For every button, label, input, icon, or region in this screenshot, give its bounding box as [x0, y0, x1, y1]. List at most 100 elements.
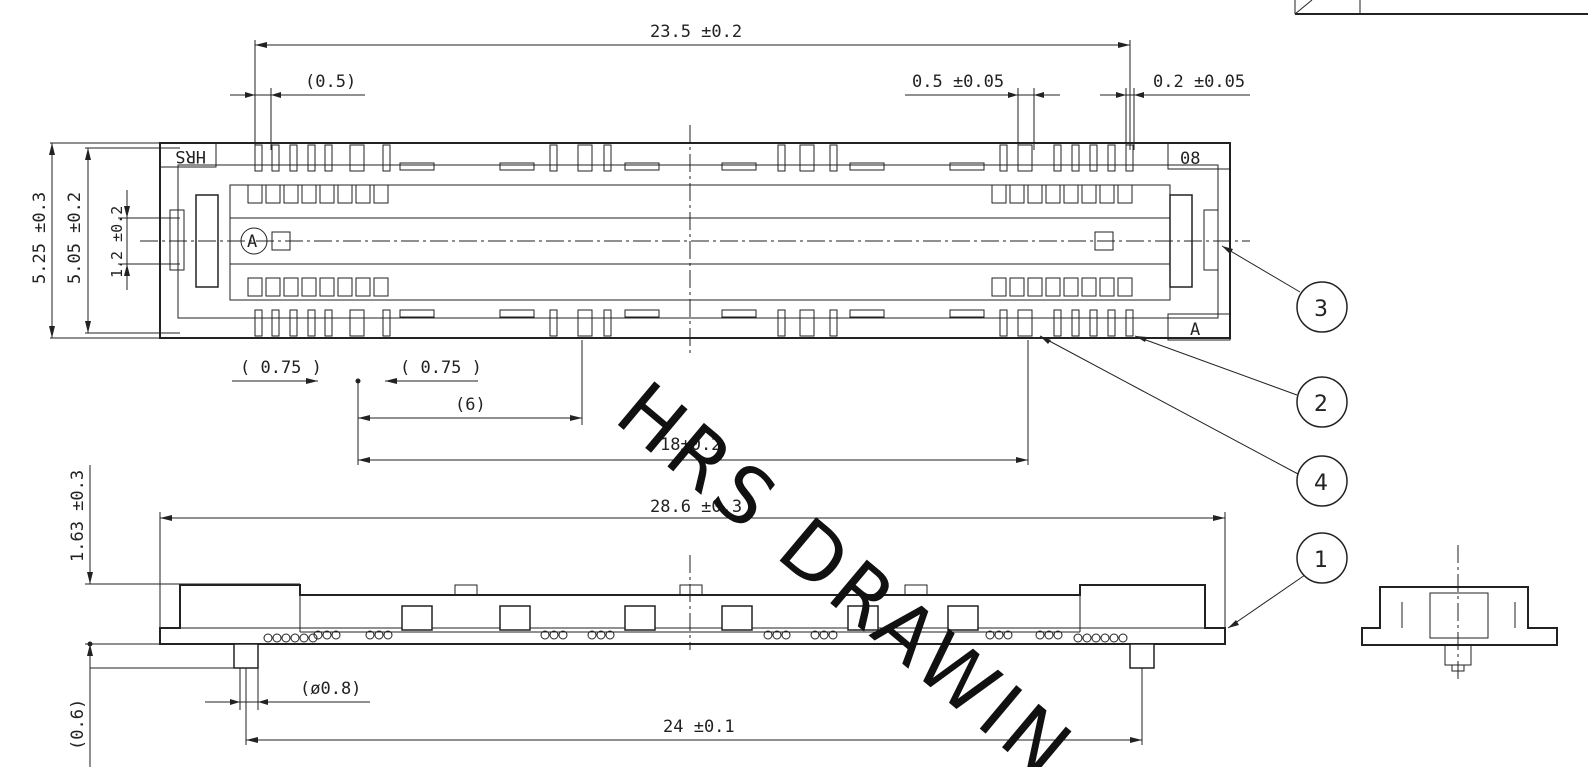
pin-lead — [1089, 144, 1098, 172]
pin-lead — [1017, 144, 1033, 172]
pad — [624, 162, 660, 171]
contact-cell — [265, 277, 281, 297]
pin-lead — [577, 144, 593, 172]
side-block — [401, 605, 433, 631]
brand-logo: HRS — [175, 146, 206, 166]
side-block — [847, 605, 879, 631]
contact-tail — [828, 630, 838, 640]
pin-lead — [307, 309, 316, 337]
contact-tail — [308, 633, 318, 643]
pin-lead — [324, 144, 333, 172]
side-block — [499, 605, 531, 631]
contact-tail — [1003, 630, 1013, 640]
contact-cell — [247, 184, 263, 204]
contact-cell — [1117, 277, 1133, 297]
pad — [949, 309, 985, 318]
pin-lead — [777, 309, 786, 337]
pin-lead — [289, 144, 298, 172]
dim-height-outer: 5.25 ±0.3 — [30, 192, 50, 284]
side-notch — [454, 584, 478, 596]
contact-cell — [337, 277, 353, 297]
pin-lead — [1053, 309, 1062, 337]
pin-lead — [603, 309, 612, 337]
contact-tail — [322, 630, 332, 640]
pad — [399, 309, 435, 318]
balloon-label-1: 1 — [1314, 548, 1328, 573]
contact-tail — [587, 630, 597, 640]
dim-height-inner: 5.05 ±0.2 — [65, 192, 85, 284]
pin-lead — [999, 144, 1008, 172]
contact-cell — [337, 184, 353, 204]
pin-lead — [349, 144, 365, 172]
contact-cell — [247, 277, 263, 297]
contact-cell — [355, 184, 371, 204]
contact-cell — [1045, 184, 1061, 204]
balloon-label-4: 4 — [1314, 471, 1328, 496]
pin-lead — [271, 144, 280, 172]
contact-tail — [272, 633, 282, 643]
pad — [849, 162, 885, 171]
contact-tail — [549, 630, 559, 640]
contact-cell — [373, 277, 389, 297]
pin-lead — [1017, 309, 1033, 337]
pad — [849, 309, 885, 318]
dim-offset-left: ( 0.75 ) — [240, 358, 322, 378]
pin-count-mark: 08 — [1180, 149, 1200, 169]
contact-cell — [1063, 184, 1079, 204]
pin-lead — [549, 309, 558, 337]
side-view: 28.6 ±0.3 1.63 ±0.3 (0.6) (ø0.8) — [68, 465, 1226, 767]
contact-tail — [1109, 633, 1119, 643]
contact-tail — [596, 630, 606, 640]
contact-tail — [819, 630, 829, 640]
balloon-label-3: 3 — [1314, 297, 1328, 322]
contact-cell — [1099, 184, 1115, 204]
contact-cell — [319, 277, 335, 297]
pin-lead — [829, 309, 838, 337]
contact-tail — [299, 633, 309, 643]
side-contacts — [263, 584, 1128, 643]
pin-lead — [307, 144, 316, 172]
pin-lead — [777, 144, 786, 172]
pin-lead — [1071, 309, 1080, 337]
pin-lead — [1125, 309, 1134, 337]
contact-tail — [313, 630, 323, 640]
pad — [624, 309, 660, 318]
contact-tail — [383, 630, 393, 640]
pin-lead — [1107, 144, 1116, 172]
pin-lead — [603, 144, 612, 172]
pad — [399, 162, 435, 171]
dim-boss-pitch: 24 ±0.1 — [663, 717, 735, 737]
contact-tail — [810, 630, 820, 640]
dim-eighteen: 18±0.2 — [660, 435, 721, 455]
contact-cell — [1027, 277, 1043, 297]
contact-cell — [1099, 277, 1115, 297]
dim-lead-width: 0.2 ±0.05 — [1153, 72, 1245, 92]
pin-lead — [349, 309, 365, 337]
contact-tail — [1082, 633, 1092, 643]
pin-lead — [1089, 309, 1098, 337]
polarity-symbol: A — [247, 232, 257, 252]
contact-tail — [1091, 633, 1101, 643]
pin-lead — [829, 144, 838, 172]
contact-cell — [1009, 277, 1025, 297]
top-view: 23.5 ±0.2 (0.5) 0.5 ±0.05 0.2 ±0.05 5.25… — [30, 22, 1250, 465]
balloon-4: 4 — [1039, 335, 1348, 507]
dim-boss-height: (0.6) — [68, 699, 88, 750]
contact-tail — [290, 633, 300, 643]
dim-pitch: 0.5 ±0.05 — [912, 72, 1004, 92]
dim-boss-dia: (ø0.8) — [300, 679, 361, 699]
pin-lead — [577, 309, 593, 337]
contact-tail — [374, 630, 384, 640]
pin-lead — [799, 144, 815, 172]
contact-cell — [991, 277, 1007, 297]
contact-cell — [301, 184, 317, 204]
side-notch — [679, 584, 703, 596]
contact-tail — [281, 633, 291, 643]
pin-lead — [799, 309, 815, 337]
side-block — [624, 605, 656, 631]
contact-tail — [772, 630, 782, 640]
contact-cell — [283, 184, 299, 204]
side-notch — [904, 584, 928, 596]
side-block — [947, 605, 979, 631]
